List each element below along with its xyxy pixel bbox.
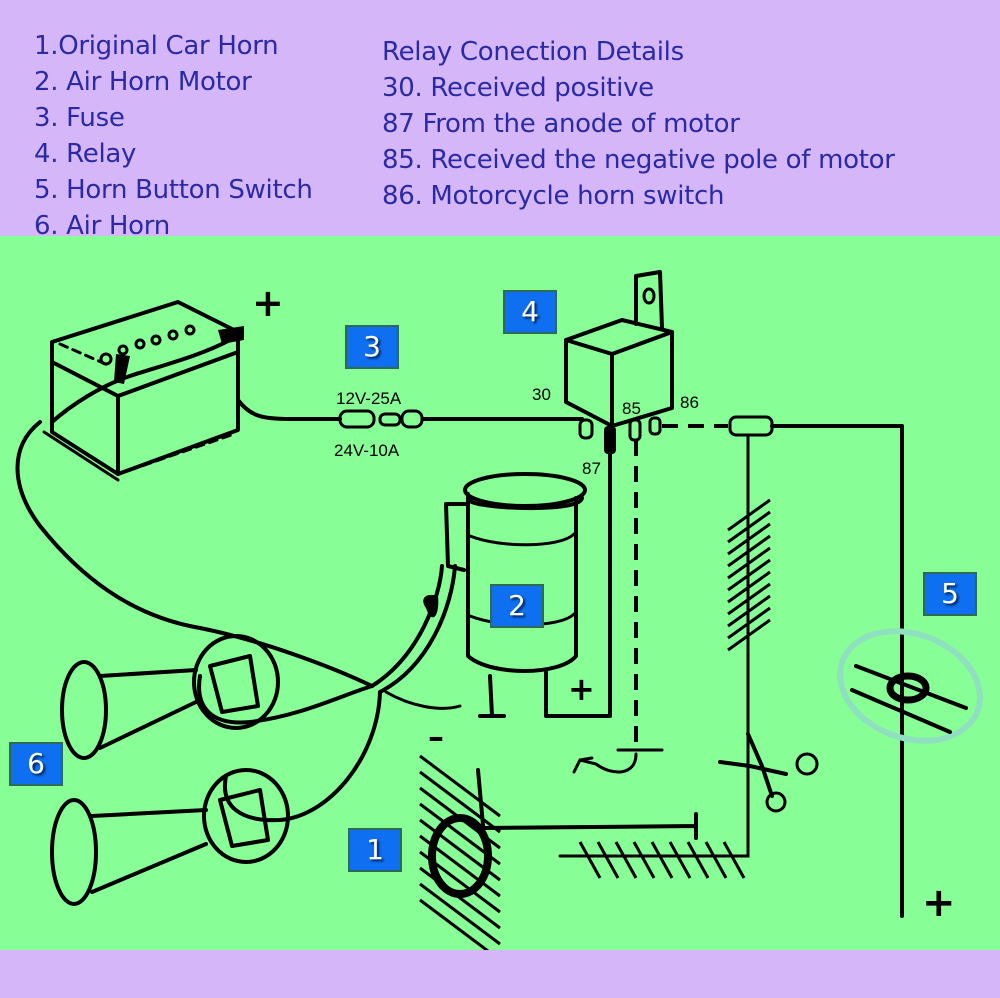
chassis-ground-hatch-horizontal: [578, 841, 746, 879]
hatch-mark: [727, 534, 771, 568]
fuse-icon: [338, 409, 424, 429]
badge-5-horn-button-switch: 5: [923, 572, 977, 616]
relay-pin-87-desc: 87 From the anode of motor: [382, 109, 740, 139]
relay-legend-title: Relay Conection Details: [382, 37, 684, 67]
badge-3-fuse: 3: [345, 325, 399, 369]
wire-ground-return: [558, 433, 750, 858]
relay-pin-85-label: 85: [622, 399, 641, 418]
relay-pin-87-label: 87: [582, 459, 601, 478]
hatch-mark: [727, 618, 771, 652]
ground-arrow-icon: [572, 752, 638, 774]
wire-to-horn-button: [770, 424, 904, 918]
legend-item-horn-button-switch: 5. Horn Button Switch: [34, 175, 313, 205]
hatch-mark: [722, 841, 746, 879]
relay-legend: Relay Conection Details 30. Received pos…: [382, 34, 895, 214]
hatch-mark: [419, 770, 501, 834]
hatch-mark: [419, 754, 501, 818]
motor-plus-sign: +: [568, 670, 595, 708]
relay-pin-86-desc: 86. Motorcycle horn switch: [382, 181, 725, 211]
component-legend: 1.Original Car Horn 2. Air Horn Motor 3.…: [34, 28, 313, 244]
hatch-mark: [614, 841, 638, 879]
hatch-mark: [686, 841, 710, 879]
relay-icon: [564, 270, 674, 454]
hatch-mark: [596, 841, 620, 879]
hatch-mark: [419, 882, 501, 946]
legend-item-fuse: 3. Fuse: [34, 103, 125, 133]
air-hose-icon: [15, 420, 462, 823]
legend-item-original-car-horn: 1.Original Car Horn: [34, 31, 279, 61]
battery-plus-sign: +: [252, 281, 284, 325]
switch-plus-sign: +: [922, 880, 956, 926]
legend-item-relay: 4. Relay: [34, 139, 137, 169]
ground-minus-sign: –: [428, 718, 444, 756]
badge-2-air-horn-motor: 2: [490, 584, 544, 628]
hatch-mark: [727, 582, 771, 616]
relay-pin-86-label: 86: [680, 393, 699, 412]
svg-text:+: +: [252, 281, 284, 325]
relay-pin-85-desc: 85. Received the negative pole of motor: [382, 145, 895, 175]
legend-item-air-horn-motor: 2. Air Horn Motor: [34, 67, 252, 97]
ignition-switch-icon: [718, 732, 819, 813]
badge-6-air-horn: 6: [9, 742, 63, 786]
hatch-mark: [727, 498, 771, 532]
hatch-mark: [650, 841, 674, 879]
air-horn-lower-icon: [50, 768, 290, 906]
hatch-mark: [727, 558, 771, 592]
chassis-ground-hatch-vertical: [727, 498, 771, 652]
fuse-rating-24v: 24V-10A: [334, 441, 400, 460]
inline-connector-icon: [728, 415, 774, 437]
wiring-diagram-panel: + 12V-25A 24V-10A 30 85 86 87: [0, 236, 1000, 950]
hatch-mark: [727, 522, 771, 556]
battery-icon: [42, 300, 244, 482]
hatch-mark: [668, 841, 692, 879]
wire-battery-to-fuse: [236, 398, 342, 421]
relay-pin-30-desc: 30. Received positive: [382, 73, 654, 103]
fuse-rating-12v: 12V-25A: [336, 389, 402, 408]
wiring-diagram: + 12V-25A 24V-10A 30 85 86 87: [15, 270, 983, 950]
badge-1-original-car-horn: 1: [348, 828, 402, 872]
hatch-mark: [578, 841, 602, 879]
hatch-mark: [727, 510, 771, 544]
hatch-mark: [727, 546, 771, 580]
hatch-mark: [727, 570, 771, 604]
hatch-mark: [727, 606, 771, 640]
original-car-horn-icon: [419, 754, 698, 950]
hatch-mark: [419, 898, 490, 950]
hatch-mark: [632, 841, 656, 879]
hatch-mark: [727, 594, 771, 628]
wire-87-to-motor: [544, 452, 612, 718]
horn-button-switch-icon: [837, 628, 983, 744]
relay-pin-30-label: 30: [532, 385, 551, 404]
badge-4-relay: 4: [503, 290, 557, 334]
air-horn-upper-icon: [60, 634, 280, 760]
hatch-mark: [704, 841, 728, 879]
